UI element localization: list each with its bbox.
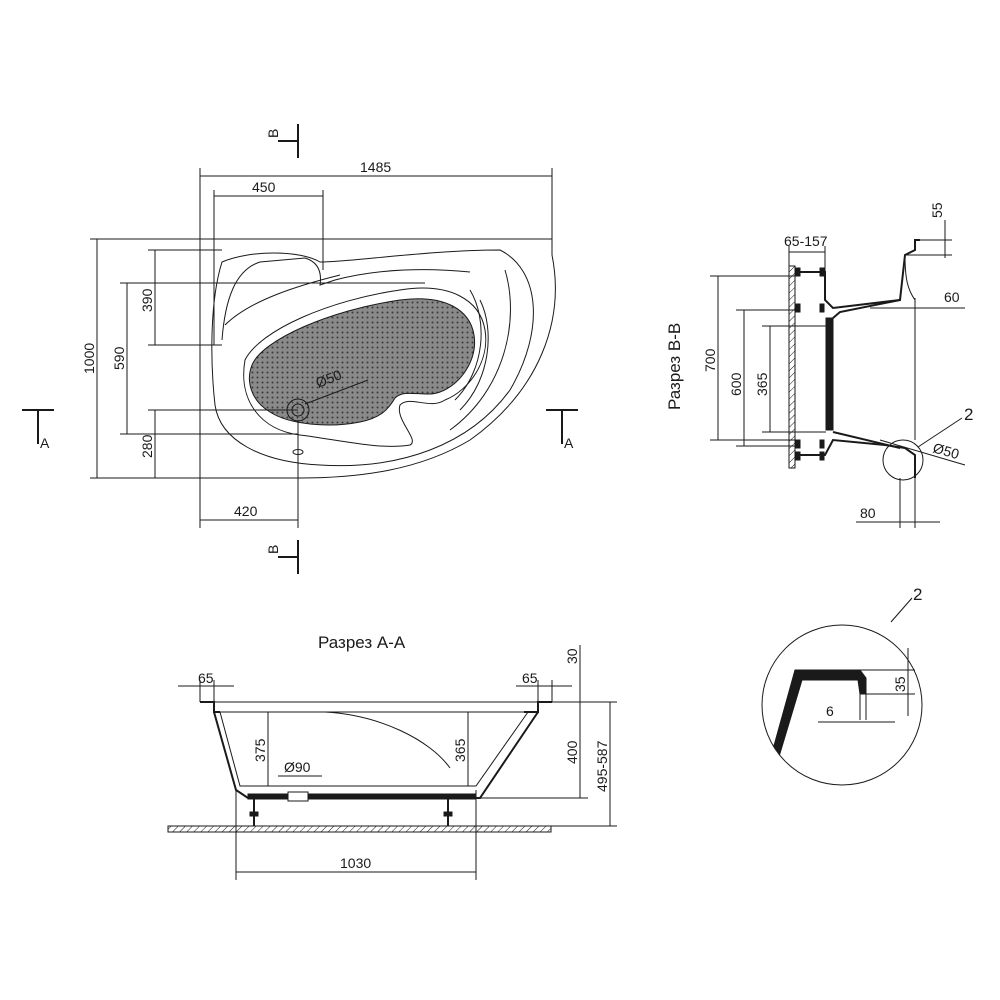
plan-floor-pattern bbox=[248, 298, 476, 426]
section-bb-700-dim: 700 bbox=[702, 348, 718, 372]
section-aa-drain-dia: Ø90 bbox=[284, 759, 311, 775]
svg-text:B: B bbox=[265, 545, 281, 554]
detail-35-dim: 35 bbox=[892, 676, 908, 692]
section-aa-30-dim: 30 bbox=[564, 648, 580, 664]
section-aa-400-dim: 400 bbox=[564, 740, 580, 764]
section-bb-60-dim: 60 bbox=[944, 289, 960, 305]
section-aa-title: Разрез A-A bbox=[318, 633, 406, 652]
section-aa-65-left: 65 bbox=[198, 670, 214, 686]
plan-seat-dim: 450 bbox=[252, 179, 276, 195]
detail-callout: 2 bbox=[913, 585, 922, 604]
svg-text:B: B bbox=[265, 129, 281, 138]
section-bb: Разрез B-B 65-157 55 60 bbox=[665, 202, 973, 528]
section-aa: Разрез A-A 65 65 30 375 bbox=[167, 633, 617, 880]
plan-depth-dim: 1000 bbox=[81, 343, 97, 374]
plan-width-dim: 1485 bbox=[360, 159, 391, 175]
detail-6-dim: 6 bbox=[826, 703, 834, 719]
section-bb-title: Разрез B-B bbox=[665, 323, 684, 410]
section-aa-65-right: 65 bbox=[522, 670, 538, 686]
detail-profile bbox=[769, 669, 867, 761]
section-bb-detail-circle bbox=[882, 439, 924, 481]
section-marker-b-bottom: B bbox=[265, 540, 299, 574]
plan-420-dim: 420 bbox=[234, 503, 258, 519]
section-bb-365-dim: 365 bbox=[754, 372, 770, 396]
plan-390-dim: 390 bbox=[139, 288, 155, 312]
svg-text:A: A bbox=[564, 435, 574, 451]
plan-outer-rim bbox=[199, 238, 556, 479]
plan-basin-outline bbox=[243, 287, 487, 447]
section-marker-b-top: B bbox=[265, 124, 299, 158]
section-bb-drain-dia: Ø50 bbox=[931, 440, 961, 463]
section-bb-600-dim: 600 bbox=[728, 372, 744, 396]
section-aa-495-587-dim: 495-587 bbox=[594, 740, 610, 792]
section-bb-wall bbox=[788, 265, 796, 469]
section-aa-365-dim: 365 bbox=[452, 738, 468, 762]
section-bb-55-dim: 55 bbox=[929, 202, 945, 218]
section-bb-back-wall-shell bbox=[825, 317, 834, 431]
plan-seat-contour bbox=[221, 257, 471, 341]
detail-2: 2 35 6 bbox=[761, 585, 923, 786]
plan-view: Ø50 1485 450 1000 590 390 280 420 bbox=[22, 124, 578, 574]
detail-circle bbox=[761, 624, 923, 786]
section-aa-floor bbox=[167, 825, 552, 833]
section-marker-a-left: A bbox=[22, 409, 54, 451]
plan-590-dim: 590 bbox=[111, 346, 127, 370]
section-bb-profile bbox=[797, 239, 920, 310]
section-aa-375-dim: 375 bbox=[252, 738, 268, 762]
section-bb-65-157-dim: 65-157 bbox=[784, 233, 828, 249]
section-bb-80-dim: 80 bbox=[860, 505, 876, 521]
svg-text:A: A bbox=[40, 435, 50, 451]
section-aa-1030-dim: 1030 bbox=[340, 855, 371, 871]
section-marker-a-right: A bbox=[546, 409, 578, 451]
section-bb-callout: 2 bbox=[964, 405, 973, 424]
plan-280-dim: 280 bbox=[139, 434, 155, 458]
plan-inner-rim bbox=[211, 249, 534, 467]
section-aa-bottom-shell bbox=[247, 793, 477, 800]
